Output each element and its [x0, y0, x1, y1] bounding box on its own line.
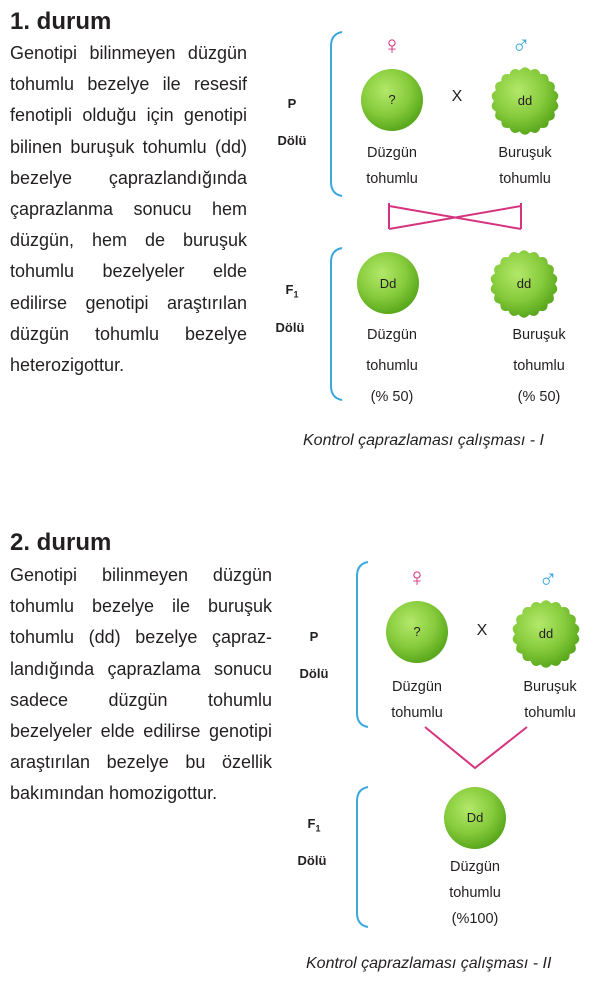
child-smooth-genotype-2: Dd: [466, 810, 484, 825]
wrinkled-seed-parent: [491, 67, 559, 135]
parent-female-genotype: ?: [388, 92, 396, 107]
p-bracket: [330, 31, 343, 197]
cross-lines-2: [424, 726, 528, 770]
p-generation-label-2: Dölü: [299, 666, 329, 681]
case-1-paragraph: Genotipi bilinmeyen düz­gün tohumlu beze…: [10, 43, 247, 376]
p-label: P: [287, 96, 297, 111]
f1-generation-label: Dölü: [275, 320, 305, 335]
p-bracket-2: [356, 561, 369, 728]
parent-female-genotype-2: ?: [413, 624, 421, 639]
cross-lines: [388, 203, 522, 230]
case-2-caption: Kontrol çaprazlaması çalışması - II: [306, 955, 552, 972]
cross-symbol: X: [451, 88, 463, 105]
smooth-seed-parent-2: [386, 601, 448, 663]
parent-male-genotype-2: dd: [538, 626, 554, 641]
female-symbol-2: ♀: [407, 562, 427, 592]
case-1-caption: Kontrol çaprazlaması çalışması - I: [303, 432, 544, 449]
f1-generation-label-2: Dölü: [297, 853, 327, 868]
male-symbol: ♂: [511, 30, 531, 60]
child-wrinkled-genotype: dd: [516, 276, 532, 291]
f1-bracket: [330, 247, 343, 401]
case-2-heading: 2. durum: [10, 529, 112, 556]
f1-label-2: F1: [307, 816, 321, 834]
wrinkled-seed-parent-2: [512, 600, 580, 668]
p-label-2: P: [309, 629, 319, 644]
child-smooth-genotype: Dd: [379, 276, 397, 291]
case-1-heading: 1. durum: [10, 8, 112, 35]
f1-bracket-2: [356, 786, 369, 928]
female-symbol: ♀: [382, 30, 402, 60]
case-2-paragraph: Genotipi bilinmeyen düzgün tohumlu bezel…: [10, 565, 272, 804]
p-generation-label: Dölü: [277, 133, 307, 148]
cross-symbol-2: X: [476, 622, 488, 639]
male-symbol-2: ♂: [538, 564, 558, 594]
smooth-seed-child: [357, 252, 419, 314]
wrinkled-seed-child: [490, 250, 558, 318]
smooth-seed-child-2: [444, 787, 506, 849]
f1-label: F1: [285, 282, 299, 300]
smooth-seed-parent: [361, 69, 423, 131]
case-1-diagram-lines: [330, 31, 559, 401]
parent-male-genotype: dd: [517, 93, 533, 108]
